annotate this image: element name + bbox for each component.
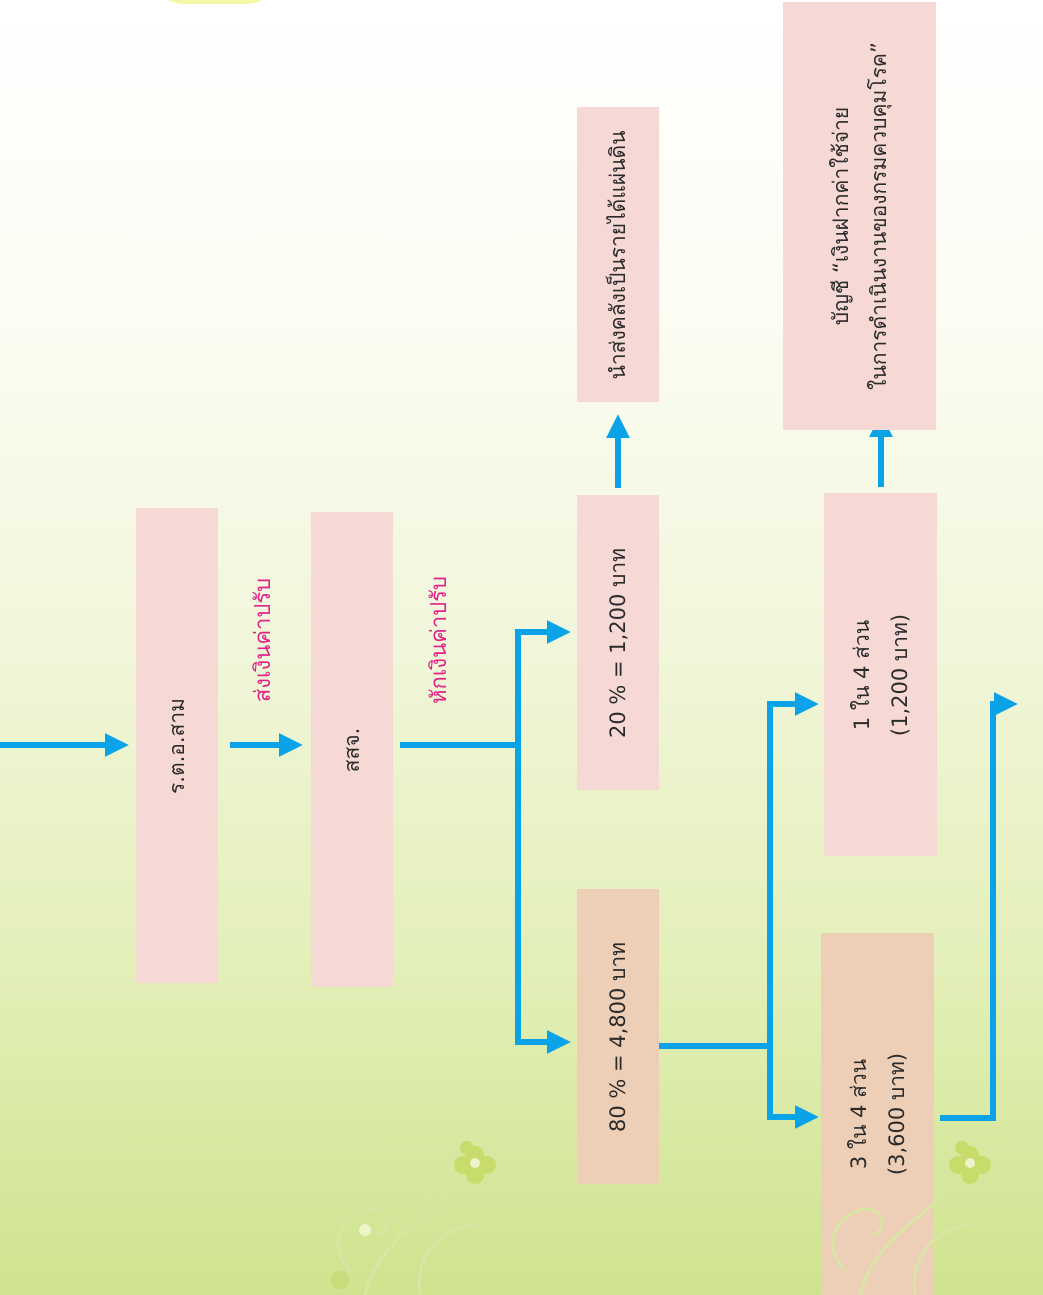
- flower-swirl-decoration-left: [331, 1141, 496, 1295]
- node-20-percent-label: 20 % = 1,200 บาท: [606, 547, 630, 738]
- flower-swirl-decoration-right: [831, 1141, 991, 1295]
- node-deposit-account: บัญชี “เงินฝากค่าใช้จ่าย ในการดำเนินงานข…: [783, 2, 936, 430]
- node-deposit-line2: ในการดำเนินงานของกรมควบคุมโรค”: [866, 42, 891, 390]
- node-tor-sam-label: ร.ต.อ.สาม: [165, 697, 189, 794]
- node-20-percent: 20 % = 1,200 บาท: [577, 495, 659, 790]
- decorative-top-shape: [150, 0, 280, 4]
- arrow-three-out: [940, 692, 1018, 1121]
- node-one-quarter: 1 ใน 4 ส่วน (1,200 บาท): [824, 493, 937, 856]
- arrow-split-20: [515, 620, 571, 745]
- node-one-quarter-line1: 1 ใน 4 ส่วน: [849, 619, 874, 730]
- node-one-quarter-line2: (1,200 บาท): [887, 613, 912, 736]
- node-one-quarter-label: 1 ใน 4 ส่วน (1,200 บาท): [843, 613, 919, 735]
- arrow-split-three: [767, 1046, 819, 1129]
- edge-label-deduct-fine: หักเงินค่าปรับ: [427, 576, 452, 704]
- arrow-split-one: [767, 692, 819, 1046]
- node-treasury-label: นำส่งคลังเป็นรายได้แผ่นดิน: [606, 129, 630, 380]
- node-treasury: นำส่งคลังเป็นรายได้แผ่นดิน: [577, 107, 659, 402]
- arrow-split-80: [515, 745, 571, 1054]
- node-tor-sam: ร.ต.อ.สาม: [136, 508, 218, 983]
- node-deposit-line1: บัญชี “เงินฝากค่าใช้จ่าย: [828, 106, 853, 326]
- node-sorsorpor: สสจ.: [311, 512, 393, 987]
- node-80-percent: 80 % = 4,800 บาท: [577, 889, 659, 1184]
- node-sorsorpor-label: สสจ.: [340, 727, 364, 772]
- edge-label-send-fine: ส่งเงินค่าปรับ: [251, 577, 276, 703]
- node-deposit-account-label: บัญชี “เงินฝากค่าใช้จ่าย ในการดำเนินงานข…: [822, 42, 898, 390]
- node-80-percent-label: 80 % = 4,800 บาท: [606, 941, 630, 1132]
